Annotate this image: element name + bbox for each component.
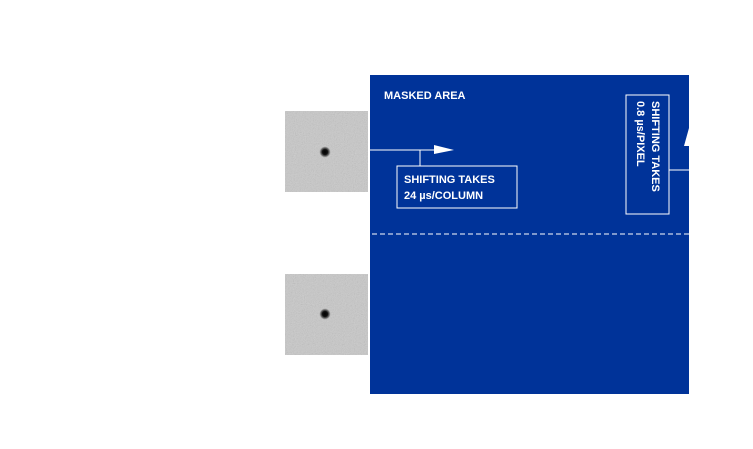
pixel-callout: SHIFTING TAKES 0.8 µs/PIXEL — [625, 94, 670, 215]
readout-arrow-head — [684, 128, 689, 146]
star-image-upper — [319, 146, 331, 158]
pixel-callout-line1: SHIFTING TAKES — [649, 101, 661, 192]
star-patch-upper — [285, 111, 368, 192]
column-callout-line2: 24 µs/COLUMN — [404, 190, 483, 202]
star-patch-lower — [285, 274, 368, 355]
column-callout: SHIFTING TAKES 24 µs/COLUMN — [396, 165, 518, 209]
column-callout-line1: SHIFTING TAKES — [404, 174, 495, 186]
pixel-callout-line2: 0.8 µs/PIXEL — [634, 101, 646, 167]
masked-area-label: MASKED AREA — [384, 90, 466, 102]
shift-arrow-head — [434, 145, 454, 154]
star-image-lower — [319, 308, 331, 320]
